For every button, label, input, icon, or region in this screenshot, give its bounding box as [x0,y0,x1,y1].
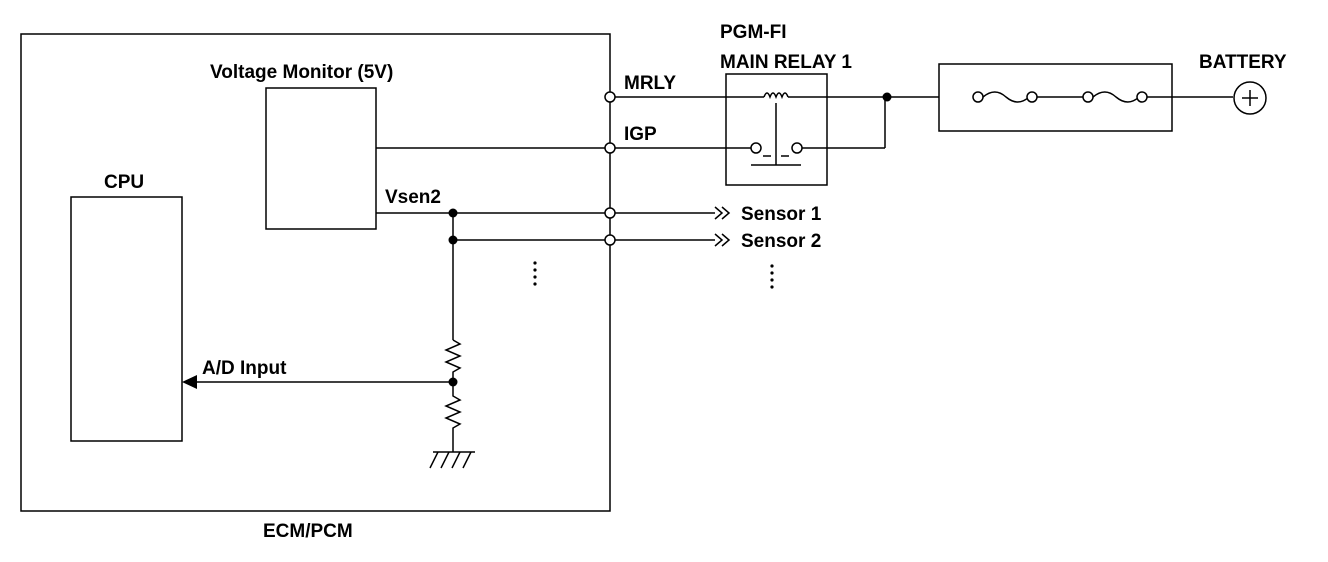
mrly-label: MRLY [624,73,676,94]
ground-icon [429,451,475,469]
relay-label-line1: PGM-FI [720,22,787,43]
battery-label: BATTERY [1199,52,1287,73]
sensor2-label: Sensor 2 [741,231,821,252]
vsen2-label: Vsen2 [385,187,441,208]
double-chevron-icon [714,206,731,247]
sensor1-label: Sensor 1 [741,204,822,225]
resistor-icon [444,339,462,382]
voltage-monitor-label: Voltage Monitor (5V) [210,62,393,83]
fuse-icon [972,91,1148,103]
continuation-dots [533,261,774,289]
ecm-pcm-label: ECM/PCM [263,521,353,542]
relay-label-line2: MAIN RELAY 1 [720,52,852,73]
ad-input-arrow [182,375,453,389]
ad-input-label: A/D Input [202,358,287,379]
cpu-box [70,196,183,442]
battery-plus-icon [1233,81,1267,115]
resistor-icon [444,382,462,452]
coil-icon [763,92,789,100]
voltage-monitor-box [265,87,377,230]
mrly-wire [610,92,939,100]
relay-switch [750,103,803,166]
igp-label: IGP [624,124,657,145]
igp-wire [376,97,886,149]
vsen2-wire [376,212,715,340]
cpu-label: CPU [104,172,144,193]
junction-dot [882,92,892,102]
